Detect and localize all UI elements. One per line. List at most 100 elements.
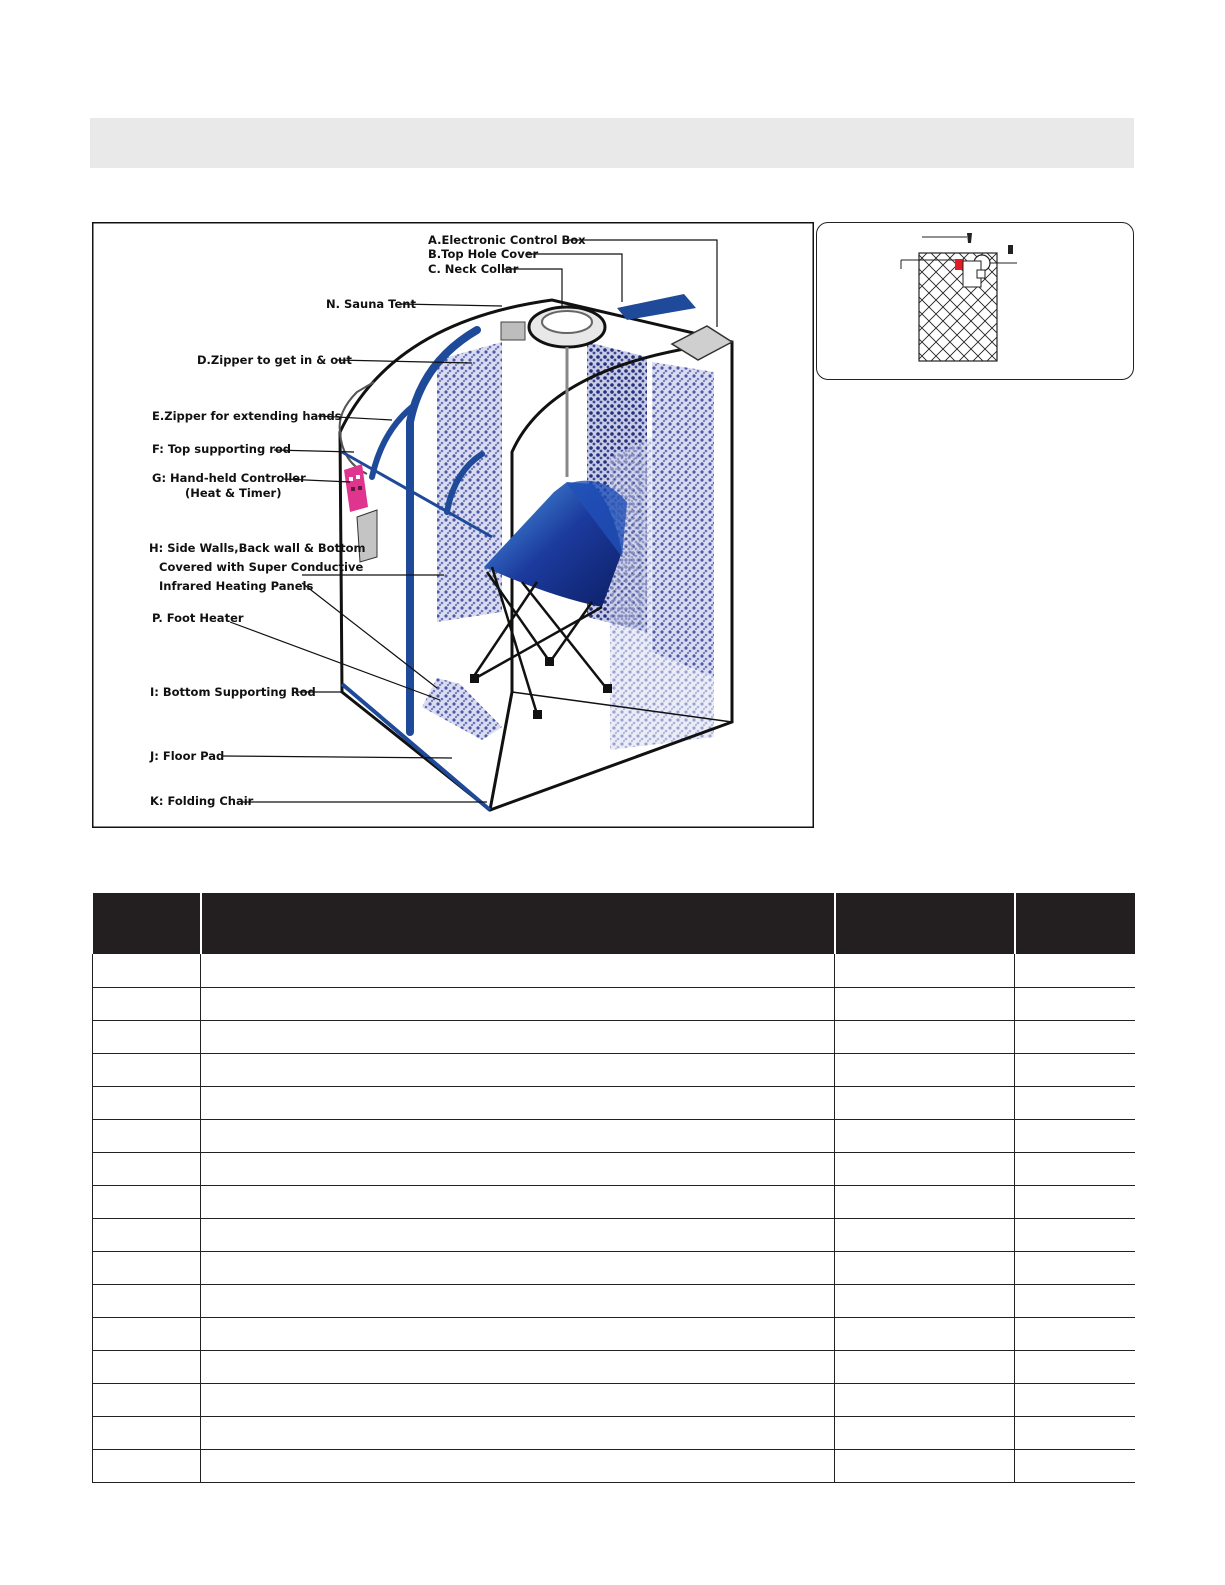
foot-heater bbox=[422, 678, 502, 740]
table-cell bbox=[200, 1416, 835, 1450]
table-row bbox=[92, 1086, 1135, 1120]
table-cell bbox=[200, 1317, 835, 1351]
parts-table bbox=[92, 893, 1135, 1483]
table-cell bbox=[1014, 1053, 1135, 1087]
table-cell bbox=[1014, 1350, 1135, 1384]
table-cell bbox=[92, 1350, 201, 1384]
table-cell bbox=[200, 1383, 835, 1417]
table-cell bbox=[1014, 1086, 1135, 1120]
table-row bbox=[92, 1185, 1135, 1219]
table-cell bbox=[92, 1383, 201, 1417]
header-cell bbox=[1015, 893, 1135, 954]
table-cell bbox=[834, 1383, 1015, 1417]
table-cell bbox=[200, 1119, 835, 1153]
table-cell bbox=[1014, 1383, 1135, 1417]
table-cell bbox=[92, 1020, 201, 1054]
table-row bbox=[92, 1449, 1135, 1483]
table-cell bbox=[834, 1317, 1015, 1351]
label-bottom-supporting-rod: I: Bottom Supporting Rod bbox=[150, 685, 316, 699]
table-cell bbox=[92, 1218, 201, 1252]
folding-chair-legs bbox=[470, 566, 608, 715]
hand-zipper-right bbox=[444, 451, 485, 515]
table-cell bbox=[92, 1152, 201, 1186]
table-row bbox=[92, 1053, 1135, 1087]
table-cell bbox=[92, 987, 201, 1021]
table-cell bbox=[92, 1086, 201, 1120]
label-zipper-in-out: D.Zipper to get in & out bbox=[197, 353, 352, 367]
table-cell bbox=[200, 1284, 835, 1318]
top-hole-cover bbox=[617, 294, 696, 320]
door-panel bbox=[610, 407, 714, 750]
table-cell bbox=[200, 1185, 835, 1219]
table-cell bbox=[1014, 1185, 1135, 1219]
table-cell bbox=[1014, 1449, 1135, 1483]
table-cell bbox=[1014, 1218, 1135, 1252]
label-folding-chair: K: Folding Chair bbox=[150, 794, 254, 808]
label-foot-heater: P. Foot Heater bbox=[152, 611, 244, 625]
label-sauna-tent: N. Sauna Tent bbox=[326, 297, 416, 311]
table-row bbox=[92, 954, 1135, 988]
table-cell bbox=[1014, 1317, 1135, 1351]
table-cell bbox=[1014, 1284, 1135, 1318]
table-cell bbox=[92, 1416, 201, 1450]
table-cell bbox=[834, 1350, 1015, 1384]
table-row bbox=[92, 1218, 1135, 1252]
table-cell bbox=[200, 1020, 835, 1054]
table-row bbox=[92, 1020, 1135, 1054]
floor-back-edge bbox=[511, 691, 733, 723]
label-top-hole-cover: B.Top Hole Cover bbox=[428, 247, 538, 261]
table-cell bbox=[834, 1251, 1015, 1285]
table-cell bbox=[200, 1053, 835, 1087]
inset-plug-icon bbox=[967, 233, 972, 243]
table-cell bbox=[1014, 1119, 1135, 1153]
table-cell bbox=[92, 1284, 201, 1318]
sauna-tent-diagram: A.Electronic Control Box B.Top Hole Cove… bbox=[92, 222, 814, 828]
table-cell bbox=[200, 1218, 835, 1252]
table-cell bbox=[92, 1251, 201, 1285]
header-cell bbox=[92, 893, 202, 954]
table-cell bbox=[200, 987, 835, 1021]
table-cell bbox=[200, 1086, 835, 1120]
controller-pouch bbox=[356, 509, 378, 563]
table-cell bbox=[1014, 1251, 1135, 1285]
label-electronic-control-box: A.Electronic Control Box bbox=[428, 233, 586, 247]
folding-chair-seat bbox=[484, 482, 622, 607]
table-cell bbox=[1014, 1416, 1135, 1450]
label-neck-collar: C. Neck Collar bbox=[428, 262, 519, 276]
hand-zipper-left bbox=[369, 404, 415, 480]
table-row bbox=[92, 1383, 1135, 1417]
table-cell bbox=[834, 1185, 1015, 1219]
zipper-rod bbox=[406, 326, 481, 736]
label-top-supporting-rod: F: Top supporting rod bbox=[152, 442, 291, 456]
table-cell bbox=[834, 954, 1015, 988]
header-cell bbox=[200, 893, 836, 954]
table-cell bbox=[834, 1086, 1015, 1120]
table-cell bbox=[834, 1449, 1015, 1483]
label-heat-timer: (Heat & Timer) bbox=[185, 486, 281, 500]
table-cell bbox=[834, 987, 1015, 1021]
table-cell bbox=[200, 1350, 835, 1384]
table-row bbox=[92, 1317, 1135, 1351]
section-header-band bbox=[90, 118, 1134, 168]
label-zipper-hands: E.Zipper for extending hands bbox=[152, 409, 342, 423]
table-cell bbox=[92, 1119, 201, 1153]
table-cell bbox=[834, 1152, 1015, 1186]
table-cell bbox=[834, 1119, 1015, 1153]
table-cell bbox=[1014, 987, 1135, 1021]
table-cell bbox=[834, 1053, 1015, 1087]
table-row bbox=[92, 1284, 1135, 1318]
table-cell bbox=[200, 1152, 835, 1186]
table-row bbox=[92, 1119, 1135, 1153]
electronic-control-box bbox=[670, 325, 734, 361]
floor-layout-inset bbox=[816, 222, 1134, 380]
table-cell bbox=[834, 1020, 1015, 1054]
table-cell bbox=[834, 1416, 1015, 1450]
table-row bbox=[92, 987, 1135, 1021]
table-row bbox=[92, 1350, 1135, 1384]
table-row bbox=[92, 1416, 1135, 1450]
table-cell bbox=[200, 954, 835, 988]
label-covered-with: Covered with Super Conductive bbox=[159, 560, 363, 574]
table-row bbox=[92, 1152, 1135, 1186]
table-cell bbox=[92, 1449, 201, 1483]
table-cell bbox=[92, 1317, 201, 1351]
